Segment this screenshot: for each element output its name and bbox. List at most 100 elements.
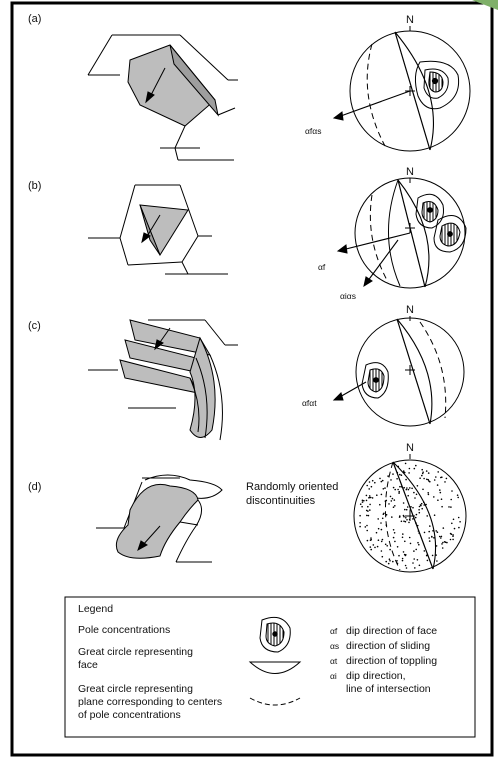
panel-b: (b) N [28, 166, 466, 301]
random-pole-point [428, 472, 430, 474]
random-pole-point [390, 496, 392, 498]
random-pole-point [369, 495, 371, 497]
random-pole-point [386, 524, 388, 526]
random-pole-point [403, 515, 405, 517]
random-pole-point [442, 547, 444, 549]
legend-great-circle-face-1: Great circle representing [78, 646, 193, 658]
random-pole-point [370, 539, 372, 541]
random-pole-point [382, 480, 384, 482]
random-pole-point [446, 542, 448, 544]
random-pole-point [429, 540, 431, 542]
random-pole-point [441, 506, 443, 508]
random-pole-point [369, 504, 371, 506]
random-pole-point [412, 518, 414, 520]
random-pole-point [402, 537, 404, 539]
random-pole-point [362, 501, 364, 503]
random-pole-point [381, 541, 383, 543]
panel-b-north-label: N [406, 166, 414, 178]
legend-alpha-f-text: dip direction of face [346, 625, 437, 637]
random-pole-point [374, 547, 376, 549]
random-pole-point [402, 533, 404, 535]
random-pole-point [393, 487, 395, 489]
random-pole-point [405, 479, 407, 481]
random-pole-point [441, 543, 443, 545]
random-pole-point [437, 471, 439, 473]
panel-a-block [88, 35, 238, 160]
random-pole-point [370, 537, 372, 539]
random-pole-point [393, 506, 395, 508]
panel-d-random-text-2: discontinuities [246, 495, 316, 507]
panel-d-stereonet: N [354, 442, 466, 572]
random-pole-point [405, 521, 407, 523]
random-pole-point [381, 550, 383, 552]
random-pole-point [441, 536, 443, 538]
random-pole-point [373, 544, 375, 546]
random-pole-point [383, 513, 385, 515]
random-pole-point [440, 492, 442, 494]
random-pole-point [393, 529, 395, 531]
panel-d-label: (d) [28, 481, 41, 493]
random-pole-point [423, 478, 425, 480]
random-pole-point [378, 539, 380, 541]
random-pole-point [413, 550, 415, 552]
legend-plane-symbol [250, 698, 300, 705]
random-pole-point [379, 504, 381, 506]
random-pole-point [377, 546, 379, 548]
random-pole-point [366, 510, 368, 512]
random-pole-point [366, 515, 368, 517]
random-pole-point [363, 500, 365, 502]
random-pole-point [435, 476, 437, 478]
random-pole-point [385, 561, 387, 563]
random-pole-point [407, 506, 409, 508]
random-pole-point [388, 503, 390, 505]
panel-b-block [88, 185, 228, 274]
random-pole-point [376, 494, 378, 496]
random-pole-point [399, 486, 401, 488]
random-pole-point [415, 549, 417, 551]
legend-great-circle-plane-1: Great circle representing [78, 683, 193, 695]
random-pole-point [411, 488, 413, 490]
random-pole-point [451, 523, 453, 525]
random-pole-point [426, 515, 428, 517]
random-pole-point [413, 492, 415, 494]
random-pole-point [439, 536, 441, 538]
random-pole-point [406, 487, 408, 489]
random-pole-point [406, 567, 408, 569]
random-pole-point [445, 541, 447, 543]
random-pole-point [450, 506, 452, 508]
random-pole-point [403, 520, 405, 522]
random-pole-point [415, 517, 417, 519]
panel-c: (c) N [28, 304, 464, 440]
random-pole-point [384, 487, 386, 489]
random-pole-point [397, 489, 399, 491]
random-pole-point [403, 502, 405, 504]
random-pole-point [432, 530, 434, 532]
random-pole-point [397, 546, 399, 548]
random-pole-point [379, 478, 381, 480]
random-pole-point [389, 549, 391, 551]
random-pole-point [448, 506, 450, 508]
random-pole-point [393, 537, 395, 539]
random-pole-point [378, 528, 380, 530]
random-pole-point [418, 544, 420, 546]
random-pole-point [426, 479, 428, 481]
random-pole-point [403, 471, 405, 473]
panel-d-block [96, 475, 222, 562]
random-pole-point [410, 543, 412, 545]
random-pole-point [388, 563, 390, 565]
random-pole-point [374, 482, 376, 484]
random-pole-point [366, 500, 368, 502]
random-pole-point [419, 512, 421, 514]
random-pole-point [368, 497, 370, 499]
random-pole-point [394, 532, 396, 534]
random-pole-point [398, 492, 400, 494]
random-pole-point [409, 487, 411, 489]
random-pole-point [360, 503, 362, 505]
random-pole-point [397, 472, 399, 474]
random-pole-point [367, 506, 369, 508]
random-pole-point [414, 567, 416, 569]
panel-b-alpha-label-1: αf [318, 262, 326, 272]
random-pole-point [391, 500, 393, 502]
random-pole-point [392, 498, 394, 500]
random-pole-point [419, 506, 421, 508]
